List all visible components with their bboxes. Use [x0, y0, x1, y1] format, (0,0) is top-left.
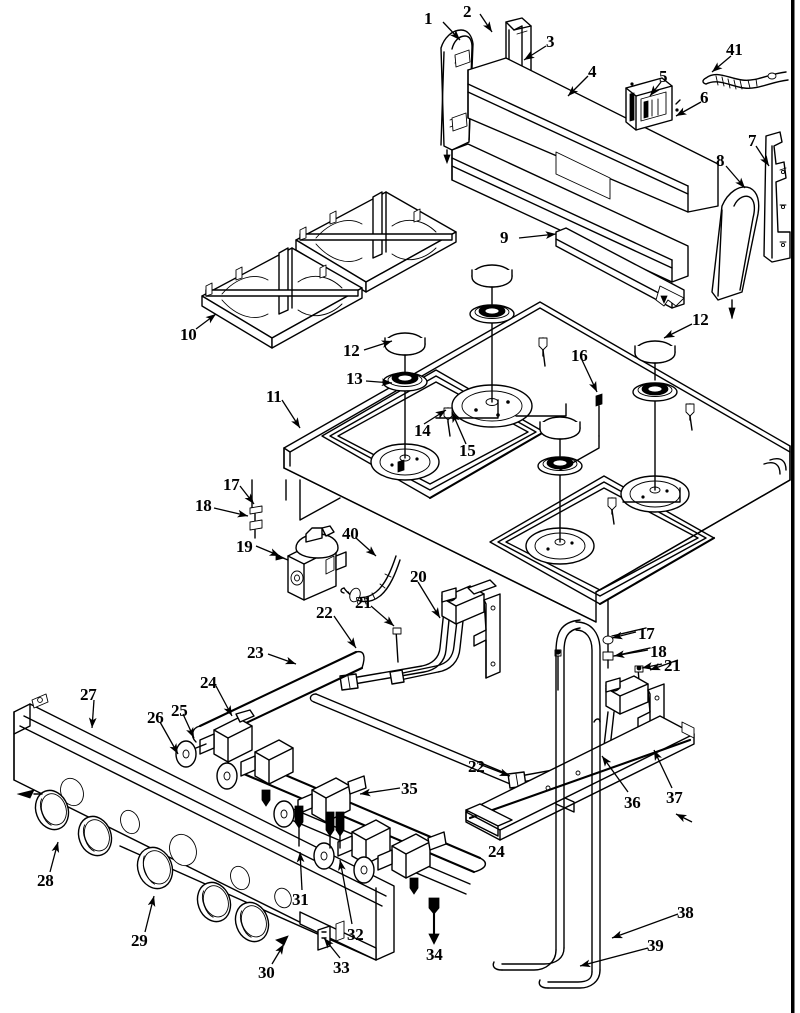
callout-5: 5 [659, 67, 668, 86]
callout-11: 11 [266, 387, 282, 406]
callout-6: 6 [700, 88, 709, 107]
callout-14: 14 [414, 421, 431, 440]
callout-24-right: 24 [488, 842, 505, 861]
part-screw-30 [275, 935, 289, 946]
callout-36: 36 [624, 793, 641, 812]
callout-9: 9 [500, 228, 509, 247]
callout-15: 15 [459, 441, 476, 460]
callout-10: 10 [180, 325, 197, 344]
part-control-knobs [16, 789, 270, 943]
callout-1: 1 [424, 9, 433, 28]
callout-18-right: 18 [650, 642, 667, 661]
callout-41: 41 [726, 40, 743, 59]
callout-21-right: 21 [664, 656, 681, 675]
part-electronic-clock [625, 77, 681, 131]
callout-20: 20 [410, 567, 427, 586]
part-screws-left [249, 479, 287, 539]
burner-station-right [620, 340, 690, 513]
callout-23: 23 [247, 643, 264, 662]
part-wire-harness-top [702, 71, 789, 90]
part-backguard-left-endcap [440, 29, 474, 165]
part-valve-assemblies-left [175, 709, 447, 884]
callout-19: 19 [236, 537, 253, 556]
part-gas-line-39 [492, 619, 581, 971]
leader-lines [49, 13, 770, 968]
part-side-mounting-bracket [763, 131, 791, 263]
callout-3: 3 [546, 32, 555, 51]
callout-28: 28 [37, 871, 54, 890]
callout-35: 35 [401, 779, 418, 798]
part-shelf-edge-right [465, 803, 513, 837]
callout-13: 13 [346, 369, 363, 388]
burner-station-center-front [525, 416, 595, 565]
burner-station-rear-center [451, 264, 533, 428]
part-backguard-panel [451, 57, 719, 283]
part-cooktop-trim-strip [555, 227, 685, 309]
part-gas-line-38 [538, 621, 601, 989]
callout-2: 2 [463, 2, 472, 21]
callout-37: 37 [666, 788, 683, 807]
callout-24-left: 24 [200, 673, 217, 692]
callout-12-right: 12 [692, 310, 709, 329]
callout-4: 4 [588, 62, 597, 81]
part-screw-34 [428, 897, 440, 945]
part-burner-tube-rear-right [389, 611, 465, 685]
burner-station-left-front [370, 332, 440, 481]
part-pressure-regulator [275, 525, 347, 601]
callout-34: 34 [426, 945, 443, 964]
callout-7: 7 [748, 131, 757, 150]
panel-knob-openings [60, 777, 292, 909]
callout-16: 16 [571, 346, 588, 365]
callout-17-left: 17 [223, 475, 240, 494]
callout-39: 39 [647, 936, 664, 955]
part-pins-31-32 [261, 789, 419, 895]
callout-40: 40 [342, 524, 359, 543]
part-screw-21-left [392, 627, 402, 663]
part-wire-harness-regulator [340, 555, 401, 605]
callout-33: 33 [333, 958, 350, 977]
callout-25: 25 [171, 701, 188, 720]
part-burner-mount-rear [441, 579, 501, 679]
callout-21-left: 21 [355, 593, 372, 612]
callout-29: 29 [131, 931, 148, 950]
part-cooktop-surface [283, 301, 791, 623]
part-shelf-right [465, 715, 695, 841]
part-burner-grate-rear [295, 191, 457, 293]
callout-22-left: 22 [316, 603, 333, 622]
part-burner-grate-front [201, 247, 363, 349]
callout-30: 30 [258, 963, 275, 982]
callout-18-left: 18 [195, 496, 212, 515]
callout-32: 32 [347, 925, 364, 944]
callout-8: 8 [716, 151, 725, 170]
callout-17-right: 17 [638, 624, 655, 643]
callout-27: 27 [80, 685, 97, 704]
callout-22-right: 22 [468, 757, 485, 776]
callout-26: 26 [147, 708, 164, 727]
callout-31: 31 [292, 890, 309, 909]
part-igniter-electrodes [443, 337, 695, 525]
callout-38: 38 [677, 903, 694, 922]
part-side-trim [711, 186, 760, 320]
callout-12-left: 12 [343, 341, 360, 360]
